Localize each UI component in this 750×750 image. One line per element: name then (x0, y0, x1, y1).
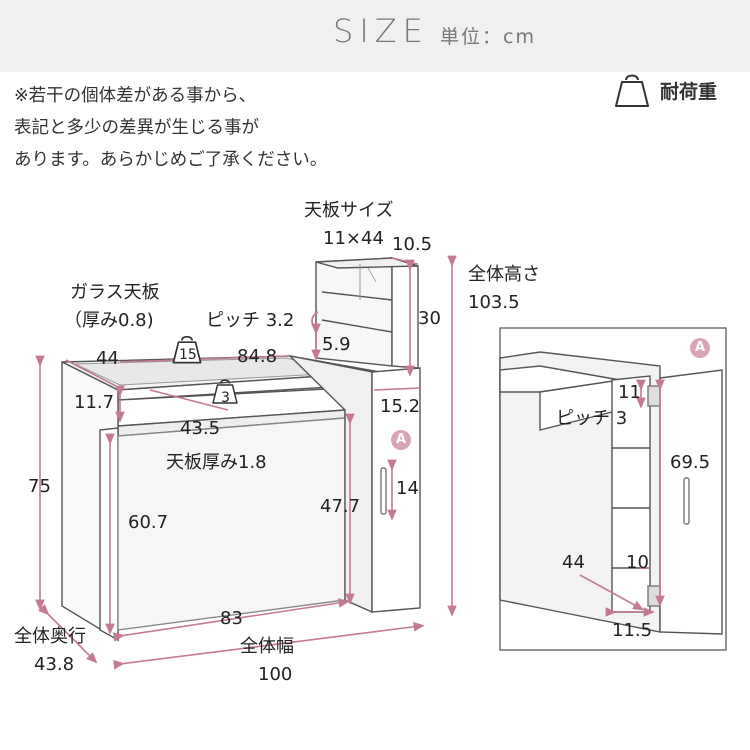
total-height-value: 103.5 (468, 292, 520, 313)
width-83: 83 (220, 608, 243, 629)
total-height-title: 全体高さ (468, 264, 540, 285)
detail-depth-10: 10 (626, 552, 649, 573)
width-84-8: 84.8 (237, 346, 278, 367)
detail-badge-a: A (690, 338, 710, 358)
height-47-7: 47.7 (320, 496, 361, 517)
glass-thickness: （厚み0.8) (64, 310, 154, 331)
disclaimer-note: ※若干の個体差がある事から、 表記と多少の差異が生じる事が あります。あらかじめ… (14, 86, 328, 170)
top-size-title: 天板サイズ (304, 200, 394, 221)
height-75: 75 (28, 476, 51, 497)
size-unit: 単位：cm (440, 26, 536, 48)
top-thickness: 天板厚み1.8 (166, 452, 267, 473)
detail-pitch-3: ピッチ 3 (556, 408, 628, 429)
detail-height-11: 11 (618, 382, 641, 403)
width-43-5: 43.5 (180, 418, 221, 439)
detail-marker-a: A (391, 430, 411, 450)
height-11-7: 11.7 (74, 392, 115, 413)
height-5-9: 5.9 (322, 334, 351, 355)
detail-height-69-5: 69.5 (670, 452, 711, 473)
desk-outline (61, 354, 421, 642)
pitch-label: ピッチ 3.2 (206, 310, 295, 331)
load-capacity-label: 耐荷重 (660, 81, 718, 103)
detail-view (499, 327, 727, 651)
detail-width-11-5: 11.5 (612, 620, 653, 641)
glass-top-title: ガラス天板 (70, 282, 160, 303)
size-title: SIZE (333, 12, 429, 50)
total-width-title: 全体幅 (240, 636, 294, 657)
width-44: 44 (96, 348, 119, 369)
detail-depth-44: 44 (562, 552, 585, 573)
weight-icon (615, 74, 649, 107)
weight-icon (172, 335, 202, 364)
height-60-7: 60.7 (128, 512, 169, 533)
total-depth-title: 全体奥行 (14, 626, 86, 647)
dimension-lines (35, 255, 457, 670)
height-14: 14 (396, 478, 419, 499)
total-depth-value: 43.8 (34, 654, 75, 675)
load-15-value: 15 (179, 347, 197, 363)
size-header: SIZE 単位：cm (0, 0, 750, 72)
load-3-value: 3 (221, 390, 230, 406)
total-width-value: 100 (258, 664, 293, 685)
width-15-2: 15.2 (380, 396, 421, 417)
detail-dimension-lines (579, 379, 665, 617)
height-30: 30 (418, 308, 441, 329)
top-size-value: 11×44 (323, 228, 384, 249)
weight-icon (212, 379, 238, 404)
depth-10-5: 10.5 (392, 234, 433, 255)
